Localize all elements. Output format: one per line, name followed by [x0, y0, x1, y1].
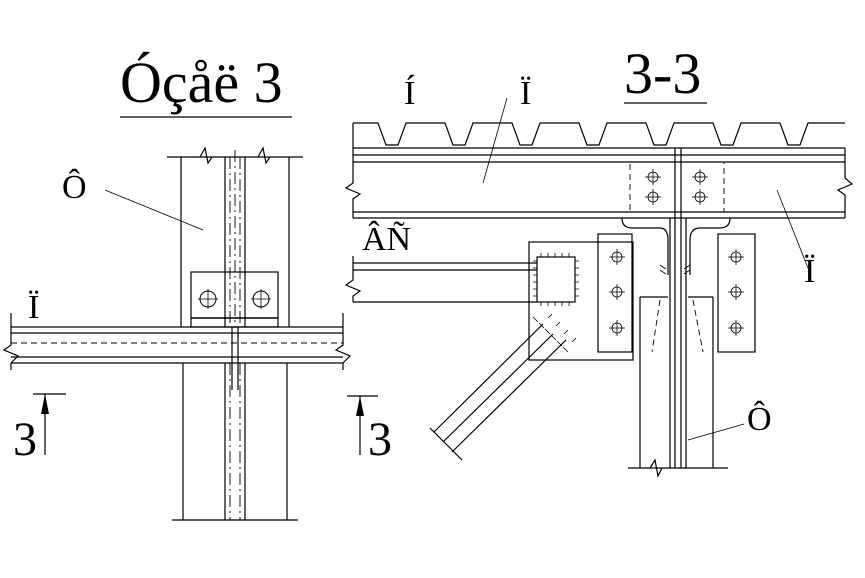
upper-column [167, 146, 303, 327]
right-gusset-plate [717, 233, 756, 353]
left-view: Óçåë 3 [2, 50, 392, 521]
right-column-leader [687, 423, 745, 441]
left-beam [2, 313, 352, 370]
right-view: 3-3 Í Ï [344, 41, 854, 478]
brace-label: ÂÑ [362, 221, 411, 258]
bolt-group-top [645, 169, 708, 205]
beam-top-label: Ï [520, 75, 531, 112]
left-beam-label: Ï [28, 289, 39, 326]
beam-top-leader [482, 97, 508, 184]
left-title: Óçåë 3 [120, 50, 283, 115]
deck-label: Í [404, 75, 415, 112]
svg-text:3: 3 [13, 413, 37, 466]
lower-column [172, 327, 298, 521]
brace-connection-block [528, 241, 634, 361]
left-connection-plate [190, 271, 279, 328]
horizontal-brace: ÂÑ [344, 221, 537, 303]
left-column-leader [104, 189, 204, 231]
left-column-label: Ô [62, 168, 87, 206]
right-title: 3-3 [624, 41, 701, 106]
left-gusset-plate [597, 233, 633, 353]
top-splice-plate [629, 161, 725, 213]
section-mark-left: 3 [13, 393, 66, 466]
right-column-label: Ô [747, 400, 772, 438]
beam-right-label: Ï [804, 253, 815, 290]
section-mark-right: 3 [347, 395, 392, 466]
corrugated-deck [352, 122, 845, 149]
diagonal-brace [429, 313, 577, 461]
beam-right-leader [776, 189, 809, 269]
right-column [621, 217, 731, 478]
svg-text:3: 3 [368, 413, 392, 466]
right-main-beam [344, 148, 854, 219]
